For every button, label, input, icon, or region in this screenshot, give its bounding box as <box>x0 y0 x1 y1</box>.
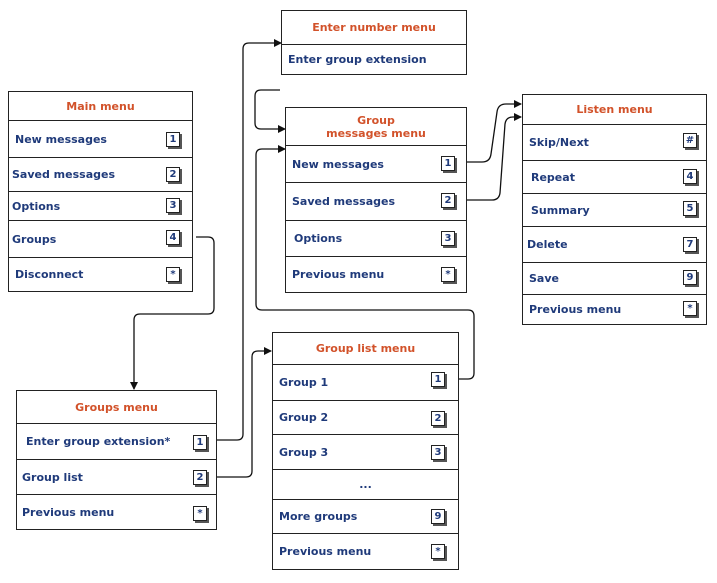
menu-row-new-messages[interactable]: New messages 1 <box>286 146 466 183</box>
key-box: 5 <box>683 201 697 216</box>
row-label: Skip/Next <box>529 136 589 149</box>
connector-group1-to-group-messages <box>255 145 475 380</box>
menu-row-save[interactable]: Save 9 <box>523 263 706 295</box>
menu-row-saved-messages[interactable]: Saved messages 2 <box>9 158 192 192</box>
row-label: Options <box>12 199 61 213</box>
menu-row-group-3[interactable]: Group 3 3 <box>273 435 458 470</box>
key-box: 4 <box>683 169 697 184</box>
menu-row-enter-group-extension[interactable]: Enter group extension* 1 <box>17 424 216 460</box>
key-box: 1 <box>193 435 207 450</box>
menu-row-options[interactable]: Options 3 <box>9 192 192 221</box>
row-label: Previous menu <box>292 268 385 281</box>
key-box: * <box>683 301 697 316</box>
row-label: Saved messages <box>12 168 116 181</box>
enter-number-menu-title: Enter number menu <box>282 11 466 45</box>
listen-menu-title: Listen menu <box>523 95 706 125</box>
key-box: 2 <box>166 167 180 182</box>
menu-row-summary[interactable]: Summary 5 <box>523 194 706 227</box>
row-label: Previous menu <box>529 303 622 316</box>
menu-row-previous-menu[interactable]: Previous menu * <box>273 534 458 569</box>
menu-row-more-groups[interactable]: More groups 9 <box>273 500 458 534</box>
menu-row-group-2[interactable]: Group 2 2 <box>273 401 458 435</box>
key-box: 7 <box>683 237 697 252</box>
menu-row-delete[interactable]: Delete 7 <box>523 227 706 263</box>
main-menu: Main menu New messages 1 Saved messages … <box>8 91 193 292</box>
key-box: 1 <box>166 132 180 147</box>
row-label: Previous menu <box>279 545 372 558</box>
row-label: ... <box>359 478 372 491</box>
key-box: * <box>166 267 180 282</box>
row-label: Previous menu <box>22 505 115 519</box>
connector-enter-number-to-group-messages <box>254 89 286 133</box>
key-box: * <box>193 506 207 521</box>
listen-menu: Listen menu Skip/Next # Repeat 4 Summary… <box>522 94 707 325</box>
row-label: Delete <box>527 238 568 251</box>
connector-groups-to-groups-menu <box>130 236 215 390</box>
key-box: 3 <box>431 445 445 460</box>
menu-row-repeat[interactable]: Repeat 4 <box>523 161 706 194</box>
row-label: Save <box>529 272 559 285</box>
row-label: Saved messages <box>292 195 396 208</box>
key-box: 9 <box>683 270 697 285</box>
group-list-menu-title: Group list menu <box>273 333 458 365</box>
groups-menu: Groups menu Enter group extension* 1 Gro… <box>16 390 217 530</box>
key-box: 1 <box>441 156 455 171</box>
groups-menu-title: Groups menu <box>17 391 216 424</box>
connector-saved-messages-to-listen <box>458 113 522 201</box>
row-label: Summary <box>531 203 590 217</box>
menu-row-new-messages[interactable]: New messages 1 <box>9 121 192 158</box>
group-list-menu: Group list menu Group 1 1 Group 2 2 Grou… <box>272 332 459 570</box>
menu-row-skip-next[interactable]: Skip/Next # <box>523 125 706 161</box>
group-messages-menu-title: Group messages menu <box>286 108 466 146</box>
key-box: 2 <box>431 411 445 426</box>
key-box: # <box>683 133 697 148</box>
row-label: Options <box>294 232 343 245</box>
menu-row-group-1[interactable]: Group 1 1 <box>273 365 458 401</box>
key-box: 2 <box>441 193 455 208</box>
menu-row-options[interactable]: Options 3 <box>286 221 466 257</box>
menu-row-previous-menu[interactable]: Previous menu * <box>17 495 216 529</box>
key-box: * <box>441 267 455 282</box>
key-box: 3 <box>441 231 455 246</box>
menu-row-disconnect[interactable]: Disconnect * <box>9 258 192 291</box>
connector-new-messages-to-listen <box>458 100 522 163</box>
menu-row-previous-menu[interactable]: Previous menu * <box>523 295 706 324</box>
row-label: Groups <box>12 232 57 246</box>
menu-row-saved-messages[interactable]: Saved messages 2 <box>286 183 466 221</box>
key-box: 1 <box>431 372 445 387</box>
row-label: Group 2 <box>279 411 329 424</box>
row-label: New messages <box>15 132 107 146</box>
main-menu-title: Main menu <box>9 92 192 121</box>
row-label: Enter group extension <box>288 53 427 66</box>
menu-row-previous-menu[interactable]: Previous menu * <box>286 257 466 292</box>
key-box: 3 <box>166 198 180 213</box>
menu-row-enter-group-extension[interactable]: Enter group extension <box>282 45 466 74</box>
group-messages-menu: Group messages menu New messages 1 Saved… <box>285 107 467 293</box>
connector-group-list-to-list-menu <box>211 347 272 478</box>
row-label: New messages <box>292 157 384 171</box>
key-box: 2 <box>193 470 207 485</box>
menu-row-groups[interactable]: Groups 4 <box>9 221 192 258</box>
row-label: Group list <box>22 470 83 484</box>
row-label: Repeat <box>531 170 575 184</box>
key-box: * <box>431 544 445 559</box>
row-label: Disconnect <box>15 268 84 281</box>
menu-row-ellipsis: ... <box>273 470 458 500</box>
menu-row-group-list[interactable]: Group list 2 <box>17 460 216 495</box>
row-label: Group 1 <box>279 376 329 389</box>
connector-extension-to-enter-number <box>211 39 282 441</box>
row-label: Group 3 <box>279 445 329 459</box>
enter-number-menu: Enter number menu Enter group extension <box>281 10 467 75</box>
row-label: More groups <box>279 510 358 523</box>
key-box: 9 <box>431 509 445 524</box>
key-box: 4 <box>166 230 180 245</box>
row-label: Enter group extension* <box>26 435 171 448</box>
